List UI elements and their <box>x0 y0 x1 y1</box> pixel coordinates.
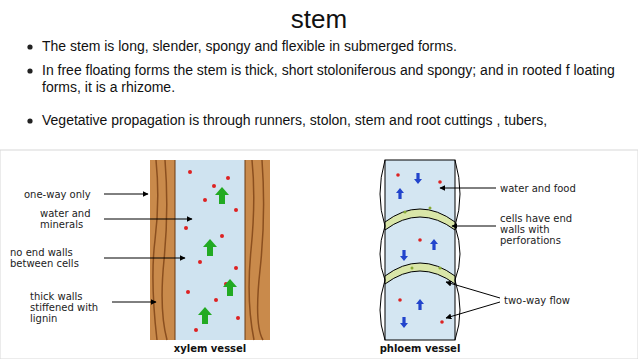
bullet-text: In free floating forms the stem is thick… <box>42 62 627 96</box>
figure-caption: xylem vessel <box>140 343 280 355</box>
leader-lines <box>104 188 500 318</box>
part-label: one-way only <box>24 189 104 200</box>
figure-panel <box>0 150 638 359</box>
xylem-tube <box>150 160 270 340</box>
part-label: water and minerals <box>40 208 104 230</box>
part-label: water and food <box>500 183 620 194</box>
figure-caption: phloem vessel <box>350 343 490 355</box>
slide-title: stem <box>0 4 638 34</box>
bullet-dot <box>27 118 32 123</box>
bullet-dot <box>27 44 32 49</box>
part-label: cells have end walls with perforations <box>500 213 600 246</box>
part-label: thick walls stiffened with lignin <box>30 291 110 324</box>
bullet-dot <box>27 68 32 73</box>
part-label: two-way flow <box>504 295 614 306</box>
bullet-text: Vegetative propagation is through runner… <box>42 112 547 129</box>
part-label: no end walls between cells <box>10 247 102 269</box>
phloem-tube <box>380 160 460 340</box>
bullet-text: The stem is long, slender, spongy and fl… <box>42 38 457 55</box>
